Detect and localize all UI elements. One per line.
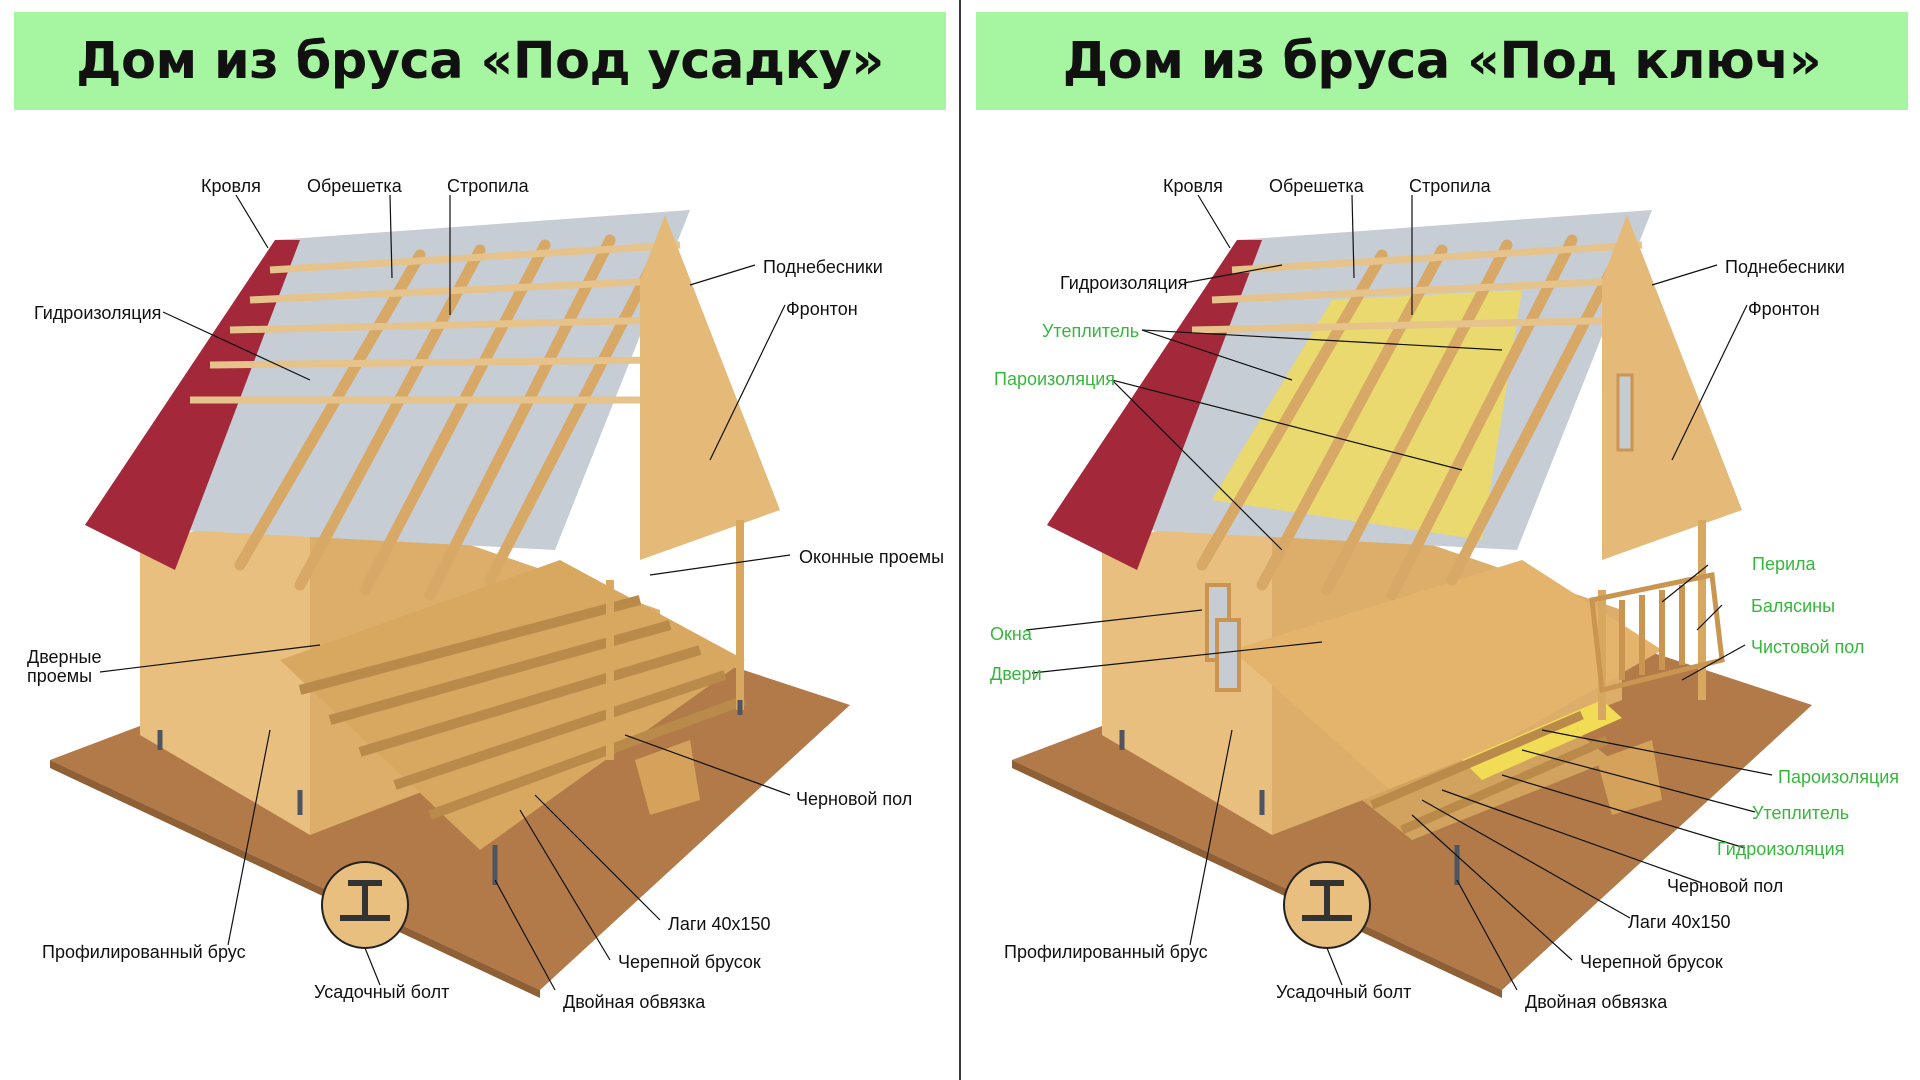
- label-double-strapping: Двойная обвязка: [563, 992, 706, 1012]
- label-profiled-timber: Профилированный брус: [42, 942, 246, 962]
- label-roofing: Кровля: [1163, 176, 1223, 196]
- panel-divider: [959, 0, 961, 1080]
- label-balusters: Балясины: [1751, 596, 1836, 616]
- label-waterproofing: Гидроизоляция: [34, 303, 162, 323]
- label-gable: Фронтон: [1748, 299, 1820, 319]
- panel-title: Дом из бруса «Под усадку»: [76, 31, 884, 91]
- label-rough-floor: Черновой пол: [796, 789, 913, 809]
- house-illustration: [1012, 194, 1812, 998]
- label-waterproofing-floor: Гидроизоляция: [1717, 839, 1845, 859]
- label-vapor-barrier-roof: Пароизоляция: [994, 369, 1116, 389]
- label-insulation-floor: Утеплитель: [1752, 803, 1850, 823]
- label-rough-floor: Черновой пол: [1667, 876, 1784, 896]
- label-lathing: Обрешетка: [307, 176, 402, 196]
- label-windows: Окна: [990, 624, 1032, 644]
- label-joists: Лаги 40x150: [668, 914, 771, 934]
- label-gable: Фронтон: [786, 299, 858, 319]
- title-banner: Дом из бруса «Под усадку»: [14, 12, 946, 110]
- bolt-detail-icon: [1283, 861, 1371, 949]
- panel-shrinkage: Дом из бруса «Под усадку»: [0, 0, 958, 1080]
- panel-turnkey: Дом из бруса «Под ключ»: [962, 0, 1920, 1080]
- label-railing: Перила: [1752, 554, 1816, 574]
- label-rafters: Стропила: [447, 176, 529, 196]
- label-finish-floor: Чистовой пол: [1751, 637, 1865, 657]
- title-banner: Дом из бруса «Под ключ»: [976, 12, 1908, 110]
- label-insulation-roof: Утеплитель: [1042, 321, 1140, 341]
- label-door-openings: Дверные проемы: [27, 647, 102, 686]
- label-lathing: Обрешетка: [1269, 176, 1364, 196]
- label-shrink-bolt: Усадочный болт: [1276, 982, 1412, 1002]
- label-doors: Двери: [990, 664, 1042, 684]
- label-window-openings: Оконные проемы: [799, 547, 945, 567]
- label-roofing: Кровля: [201, 176, 261, 196]
- label-waterproofing-roof: Гидроизоляция: [1060, 273, 1188, 293]
- label-vapor-barrier-floor: Пароизоляция: [1778, 767, 1900, 787]
- label-soffits: Поднебесники: [763, 257, 883, 277]
- bolt-detail-icon: [321, 861, 409, 949]
- label-skull-bar: Черепной брусок: [618, 952, 761, 972]
- label-skull-bar: Черепной брусок: [1580, 952, 1723, 972]
- label-rafters: Стропила: [1409, 176, 1491, 196]
- label-shrink-bolt: Усадочный болт: [314, 982, 450, 1002]
- label-double-strapping: Двойная обвязка: [1525, 992, 1668, 1012]
- label-soffits: Поднебесники: [1725, 257, 1845, 277]
- house-illustration: [50, 194, 850, 998]
- panel-title: Дом из бруса «Под ключ»: [1062, 31, 1822, 91]
- label-joists: Лаги 40x150: [1628, 912, 1731, 932]
- label-profiled-timber: Профилированный брус: [1004, 942, 1208, 962]
